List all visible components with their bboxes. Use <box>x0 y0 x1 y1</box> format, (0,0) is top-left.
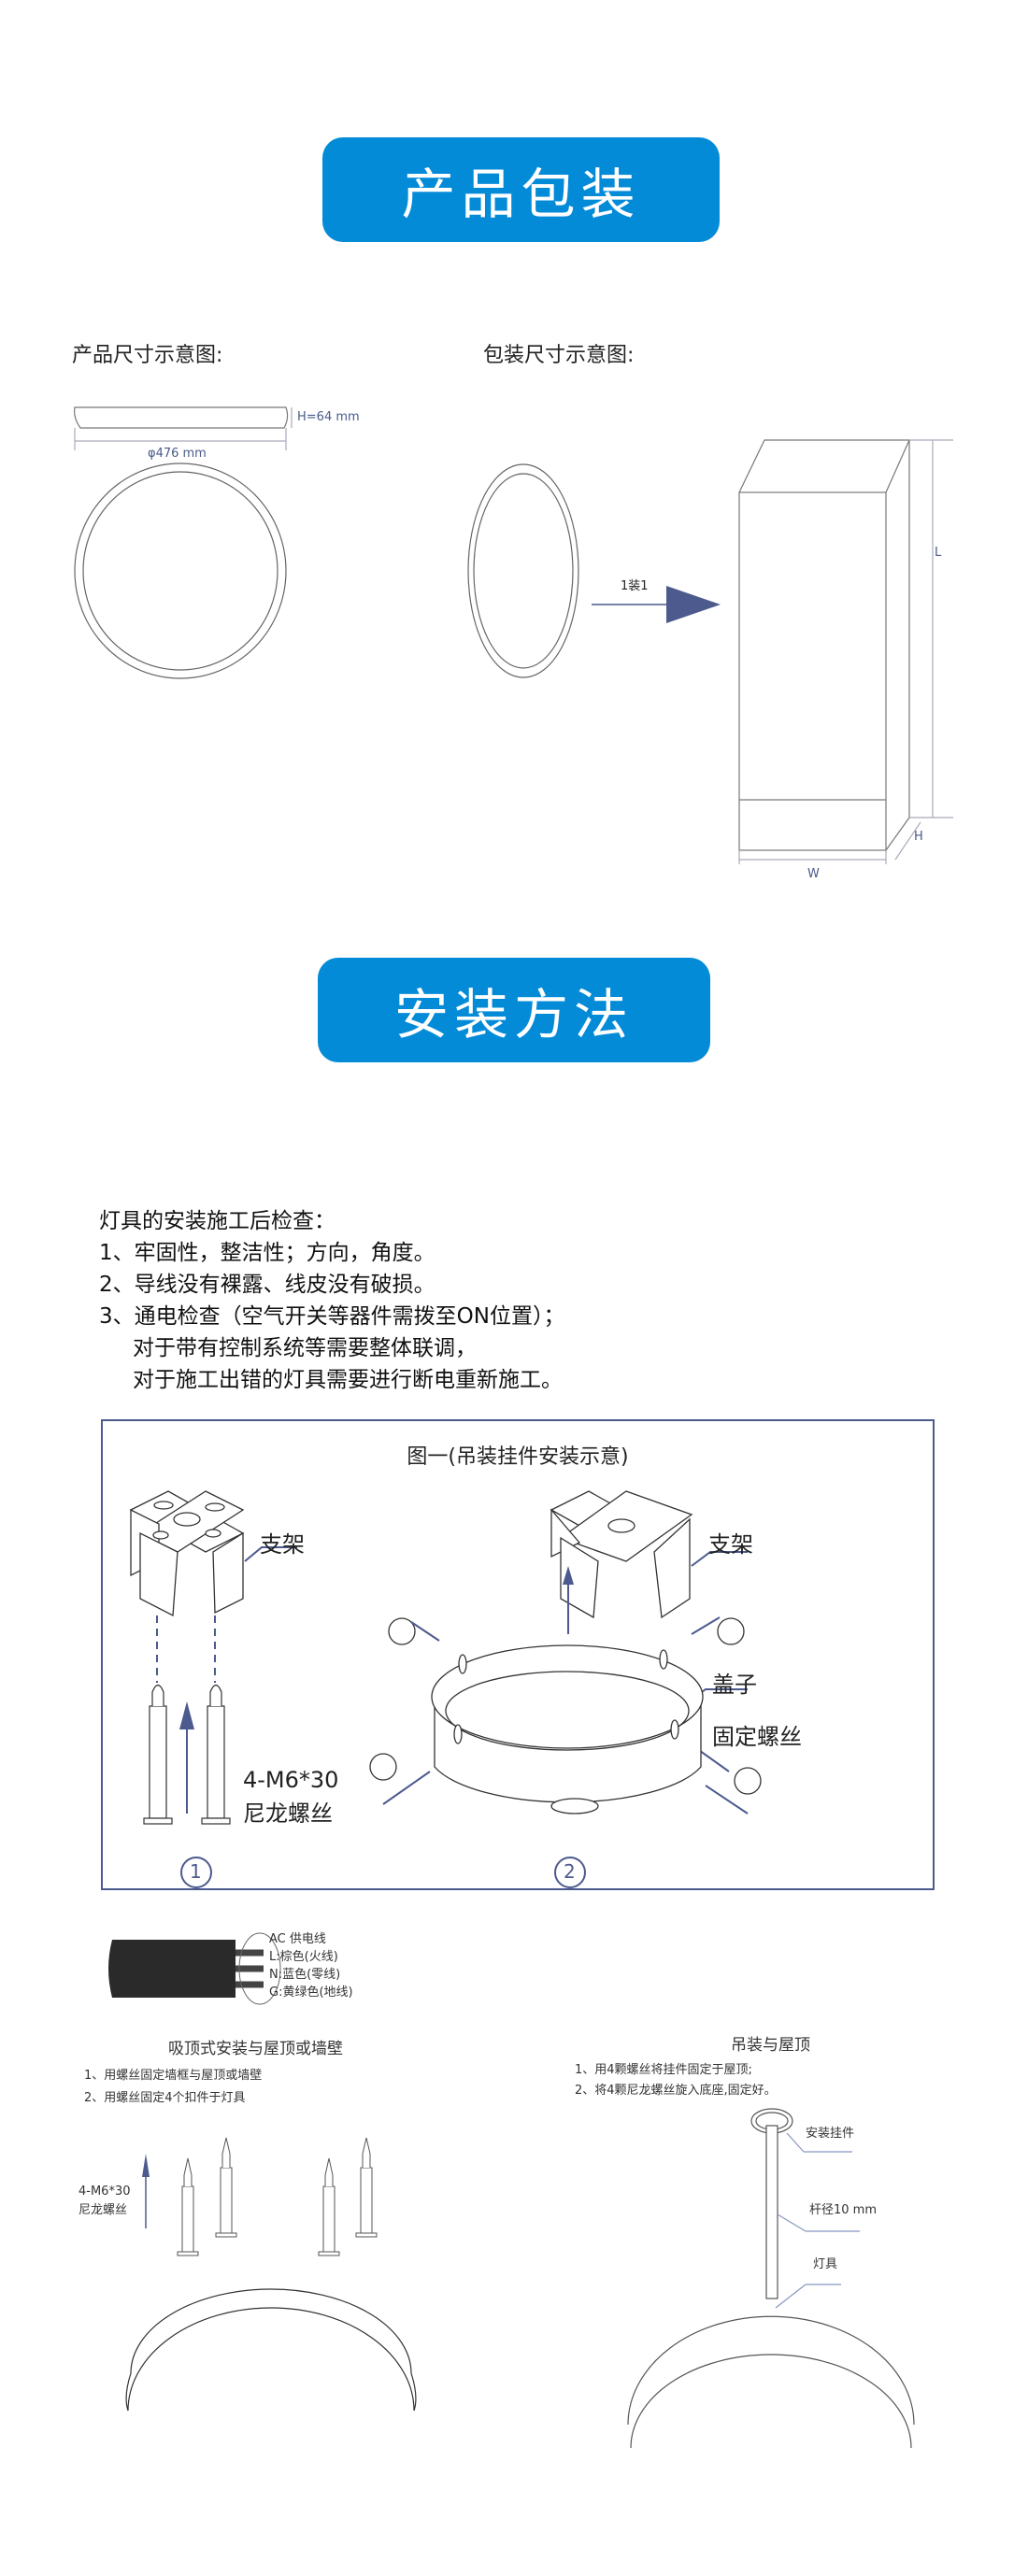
height-dimension: H=64 mm <box>297 410 360 424</box>
fix-screw-label: 固定螺丝 <box>712 1724 802 1750</box>
ceiling-step: 1、用螺丝固定墙框与屋顶或墙壁 <box>84 2069 263 2083</box>
bracket-label: 支架 <box>260 1531 305 1558</box>
checklist-item: 2、导线没有裸露、线皮没有破损。 <box>99 1273 435 1297</box>
section-banner-packaging: 产品包装 <box>322 137 720 242</box>
packaging-diagrams <box>74 406 953 864</box>
box-width-label: W <box>807 867 820 881</box>
step-circle-2 <box>554 1857 586 1888</box>
ceiling-screw-name: 尼龙螺丝 <box>79 2203 128 2217</box>
hanger-label: 安装挂件 <box>806 2127 855 2141</box>
pack-ratio-label: 1装1 <box>621 579 649 593</box>
rod-diameter-label: 杆径10 mm <box>809 2203 878 2217</box>
ceiling-screw-spec: 4-M6*30 <box>79 2185 131 2199</box>
cable-neutral-wire: N:蓝色(零线) <box>269 1968 341 1982</box>
ceiling-mount-title: 吸顶式安装与屋顶或墙壁 <box>168 2040 343 2058</box>
pendant-mount-title: 吊装与屋顶 <box>731 2036 810 2055</box>
product-in-package-view <box>467 463 579 678</box>
arrow-icon <box>592 586 721 623</box>
figure-hanging-install: 图一(吊装挂件安装示意) <box>101 1419 935 1890</box>
figure-title: 图一(吊装挂件安装示意) <box>407 1445 629 1469</box>
step-number-1: 1 <box>190 1860 202 1883</box>
lamp-label: 灯具 <box>813 2257 838 2271</box>
checklist-item: 1、牢固性，整洁性；方向，角度。 <box>99 1241 435 1265</box>
cable-ground-wire: G:黄绿色(地线) <box>269 1985 353 2000</box>
checklist-item: 3、通电检查（空气开关等器件需拨至ON位置）； <box>99 1304 565 1329</box>
box-length-label: L <box>935 546 942 560</box>
cable-title: AC 供电线 <box>269 1932 326 1946</box>
step-circle-1 <box>180 1857 212 1888</box>
section-banner-install: 安装方法 <box>318 958 710 1062</box>
step-number-2: 2 <box>564 1860 576 1883</box>
arrow-up-icon <box>142 2154 150 2228</box>
screw-spec-label: 4-M6*30 <box>243 1767 339 1793</box>
box-height-label: H <box>914 830 923 844</box>
post-install-checklist: 灯具的安装施工后检查： 1、牢固性，整洁性；方向，角度。 2、导线没有裸露、线皮… <box>99 1205 564 1396</box>
pendant-lamp <box>627 2108 915 2449</box>
product-dimension-label: 产品尺寸示意图: <box>72 344 223 367</box>
bracket-label-2: 支架 <box>708 1531 753 1558</box>
ceiling-step: 2、用螺丝固定4个扣件于灯具 <box>84 2091 246 2105</box>
hanging-install-illustration <box>129 1490 762 1888</box>
product-top-view <box>74 463 287 679</box>
checklist-item: 对于施工出错的灯具需要进行断电重新施工。 <box>133 1368 563 1392</box>
package-box <box>738 439 953 864</box>
arrow-up-icon <box>179 1701 194 1814</box>
product-side-view <box>74 406 293 450</box>
checklist-title: 灯具的安装施工后检查： <box>99 1209 336 1233</box>
pendant-step: 1、用4颗螺丝将挂件固定于屋顶; <box>575 2063 752 2077</box>
ceiling-lamp <box>125 2288 417 2412</box>
screw-name-label: 尼龙螺丝 <box>243 1800 333 1827</box>
diameter-dimension: φ476 mm <box>148 447 207 461</box>
pendant-step: 2、将4颗尼龙螺丝旋入底座,固定好。 <box>575 2084 777 2098</box>
package-dimension-label: 包装尺寸示意图: <box>483 344 635 367</box>
cover-label: 盖子 <box>712 1672 757 1698</box>
cable-live-wire: L:棕色(火线) <box>269 1950 338 1964</box>
arrow-up-icon <box>563 1566 574 1634</box>
checklist-item: 对于带有控制系统等需要整体联调， <box>133 1336 477 1360</box>
